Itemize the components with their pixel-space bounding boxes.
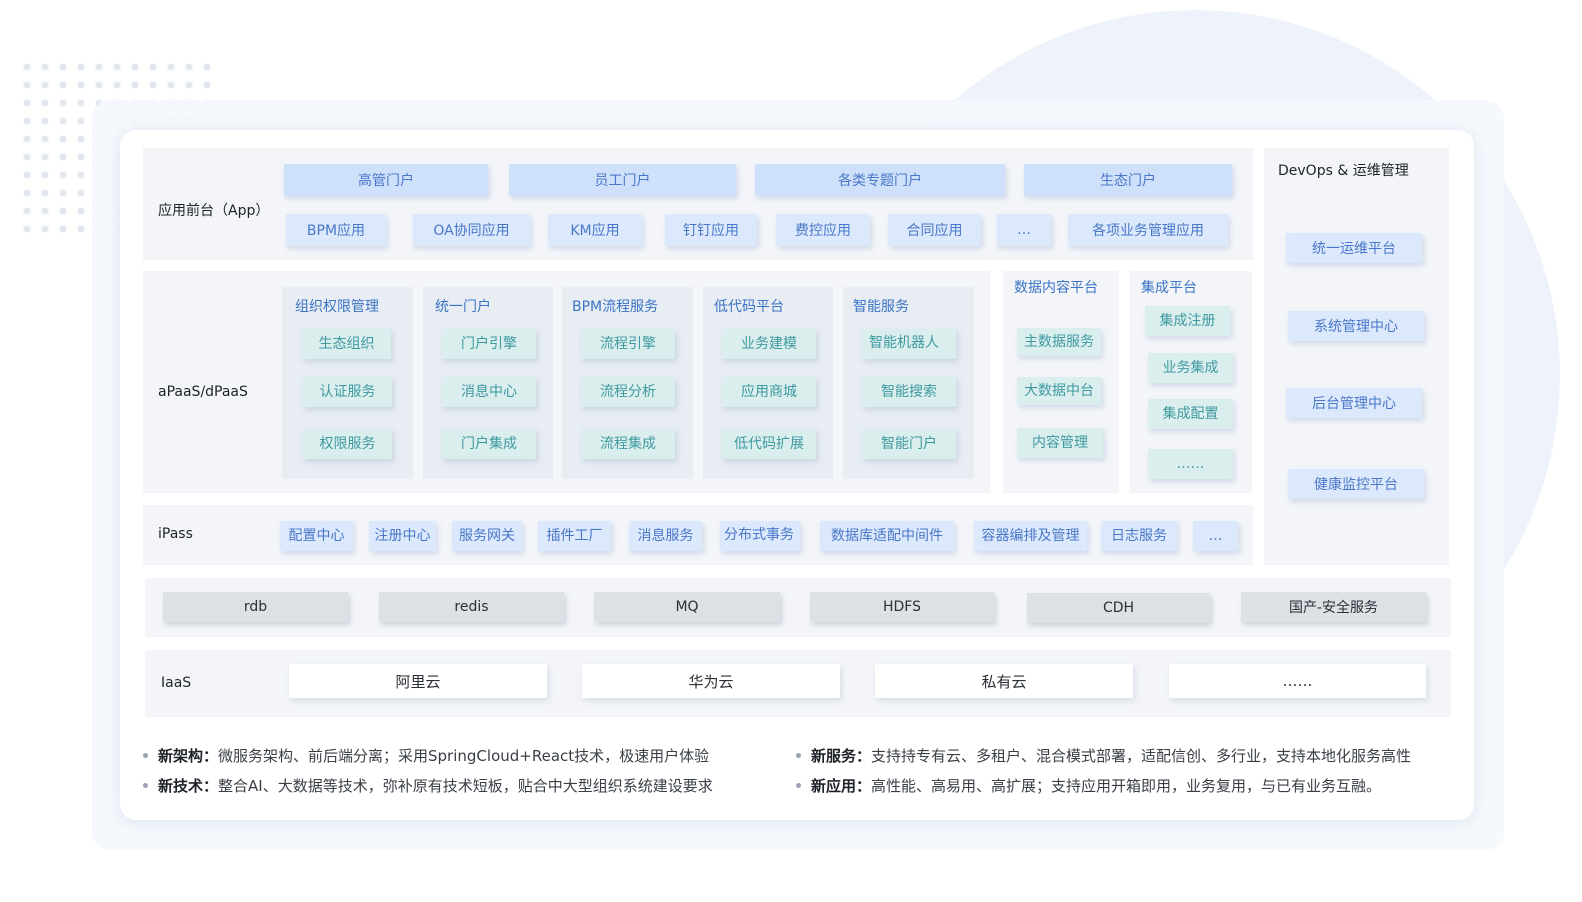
note-title: 新技术： [158, 777, 219, 795]
storage-redis[interactable]: redis [379, 592, 564, 622]
item-eco-org[interactable]: 生态组织 [302, 329, 391, 359]
item-integration-register[interactable]: 集成注册 [1145, 306, 1230, 336]
item-message-center[interactable]: 消息中心 [442, 377, 536, 407]
portal-executive[interactable]: 高管门户 [284, 164, 488, 196]
integration-title: 集成平台 [1141, 280, 1197, 296]
portal-employee[interactable]: 员工门户 [509, 164, 736, 196]
group-title: 智能服务 [853, 299, 909, 315]
note-title: 新服务： [811, 747, 872, 765]
storage-rdb[interactable]: rdb [163, 592, 348, 622]
app-expense[interactable]: 费控应用 [776, 214, 870, 246]
ipass-plugin-factory[interactable]: 插件工厂 [538, 521, 611, 551]
iaas-huawei[interactable]: 华为云 [582, 664, 840, 698]
item-app-store[interactable]: 应用商城 [722, 377, 816, 407]
ipass-more[interactable]: … [1193, 521, 1238, 551]
ipass-container-orchestration[interactable]: 容器编排及管理 [974, 521, 1087, 551]
storage-cdh[interactable]: CDH [1027, 593, 1210, 623]
group-title: 统一门户 [435, 299, 491, 315]
item-smart-portal[interactable]: 智能门户 [862, 429, 956, 459]
item-integration-more[interactable]: …… [1148, 449, 1233, 479]
app-oa[interactable]: OA协同应用 [413, 214, 530, 246]
storage-layer [145, 578, 1451, 637]
note-text: 整合AI、大数据等技术，弥补原有技术短板，贴合中大型组织系统建设要求 [218, 777, 713, 795]
item-process-engine[interactable]: 流程引擎 [581, 329, 675, 359]
ipass-gateway[interactable]: 服务网关 [452, 521, 522, 551]
storage-mq[interactable]: MQ [594, 592, 780, 622]
note-new-application: 新应用：高性能、高易用、高扩展；支持应用开箱即用，业务复用，与已有业务互融。 [796, 775, 1381, 796]
item-master-data[interactable]: 主数据服务 [1017, 328, 1101, 356]
bullet-icon [143, 753, 148, 758]
group-title: 低代码平台 [714, 299, 784, 315]
item-integration-config[interactable]: 集成配置 [1148, 399, 1233, 429]
note-text: 高性能、高易用、高扩展；支持应用开箱即用，业务复用，与已有业务互融。 [871, 777, 1382, 795]
item-portal-engine[interactable]: 门户引擎 [442, 329, 536, 359]
note-title: 新应用： [811, 777, 872, 795]
iaas-more[interactable]: …… [1169, 664, 1426, 698]
devops-system-mgmt[interactable]: 系统管理中心 [1288, 311, 1424, 341]
app-contract[interactable]: 合同应用 [888, 214, 981, 246]
ipass-layer-label: iPass [158, 526, 193, 542]
bullet-icon [796, 783, 801, 788]
ipass-config-center[interactable]: 配置中心 [280, 521, 353, 551]
item-auth-service[interactable]: 认证服务 [303, 377, 392, 407]
note-new-architecture: 新架构：微服务架构、前后端分离；采用SpringCloud+React技术，极速… [143, 745, 709, 766]
iaas-layer-label: IaaS [161, 675, 192, 691]
portal-topics[interactable]: 各类专题门户 [755, 164, 1005, 196]
item-permission-service[interactable]: 权限服务 [303, 429, 392, 459]
portal-ecosystem[interactable]: 生态门户 [1024, 164, 1232, 196]
group-title: 组织权限管理 [295, 299, 379, 315]
item-chatbot[interactable]: 智能机器人 [862, 329, 956, 359]
item-process-analysis[interactable]: 流程分析 [581, 377, 675, 407]
item-process-integration[interactable]: 流程集成 [581, 429, 675, 459]
devops-health-monitor[interactable]: 健康监控平台 [1288, 469, 1424, 499]
note-new-service: 新服务：支持持专有云、多租户、混合模式部署，适配信创、多行业，支持本地化服务高性 [796, 745, 1411, 766]
note-text: 支持持专有云、多租户、混合模式部署，适配信创、多行业，支持本地化服务高性 [871, 747, 1412, 765]
item-smart-search[interactable]: 智能搜索 [862, 377, 956, 407]
note-new-technology: 新技术：整合AI、大数据等技术，弥补原有技术短板，贴合中大型组织系统建设要求 [143, 775, 713, 796]
ipass-db-adapter[interactable]: 数据库适配中间件 [820, 521, 954, 551]
ipass-message-service[interactable]: 消息服务 [629, 521, 702, 551]
note-title: 新架构： [158, 747, 219, 765]
app-business-mgmt[interactable]: 各项业务管理应用 [1068, 214, 1228, 246]
app-dingtalk[interactable]: 钉钉应用 [665, 214, 757, 246]
storage-security-service[interactable]: 国产-安全服务 [1241, 592, 1426, 622]
item-bigdata-center[interactable]: 大数据中台 [1017, 377, 1101, 405]
ipass-distributed-tx[interactable]: 分布式事务 [720, 521, 800, 551]
data-platform-title: 数据内容平台 [1014, 280, 1098, 296]
iaas-aliyun[interactable]: 阿里云 [289, 664, 547, 698]
devops-title: DevOps & 运维管理 [1278, 163, 1409, 179]
devops-panel [1264, 148, 1449, 565]
item-business-integration[interactable]: 业务集成 [1148, 353, 1233, 383]
item-portal-integration[interactable]: 门户集成 [442, 429, 536, 459]
devops-backend-mgmt[interactable]: 后台管理中心 [1286, 388, 1422, 418]
app-bpm[interactable]: BPM应用 [286, 214, 386, 246]
app-more[interactable]: … [997, 214, 1051, 246]
devops-unified-ops[interactable]: 统一运维平台 [1286, 233, 1422, 263]
bullet-icon [796, 753, 801, 758]
item-content-mgmt[interactable]: 内容管理 [1017, 428, 1103, 458]
ipass-registry[interactable]: 注册中心 [369, 521, 436, 551]
bullet-icon [143, 783, 148, 788]
item-business-modeling[interactable]: 业务建模 [722, 329, 816, 359]
ipass-log-service[interactable]: 日志服务 [1101, 521, 1177, 551]
item-lowcode-extension[interactable]: 低代码扩展 [722, 429, 816, 459]
apaas-layer-label: aPaaS/dPaaS [158, 384, 248, 400]
iaas-private[interactable]: 私有云 [875, 664, 1133, 698]
note-text: 微服务架构、前后端分离；采用SpringCloud+React技术，极速用户体验 [218, 747, 710, 765]
storage-hdfs[interactable]: HDFS [810, 592, 994, 622]
app-km[interactable]: KM应用 [548, 214, 642, 246]
group-title: BPM流程服务 [572, 299, 659, 315]
app-layer-label: 应用前台（App） [158, 203, 270, 219]
